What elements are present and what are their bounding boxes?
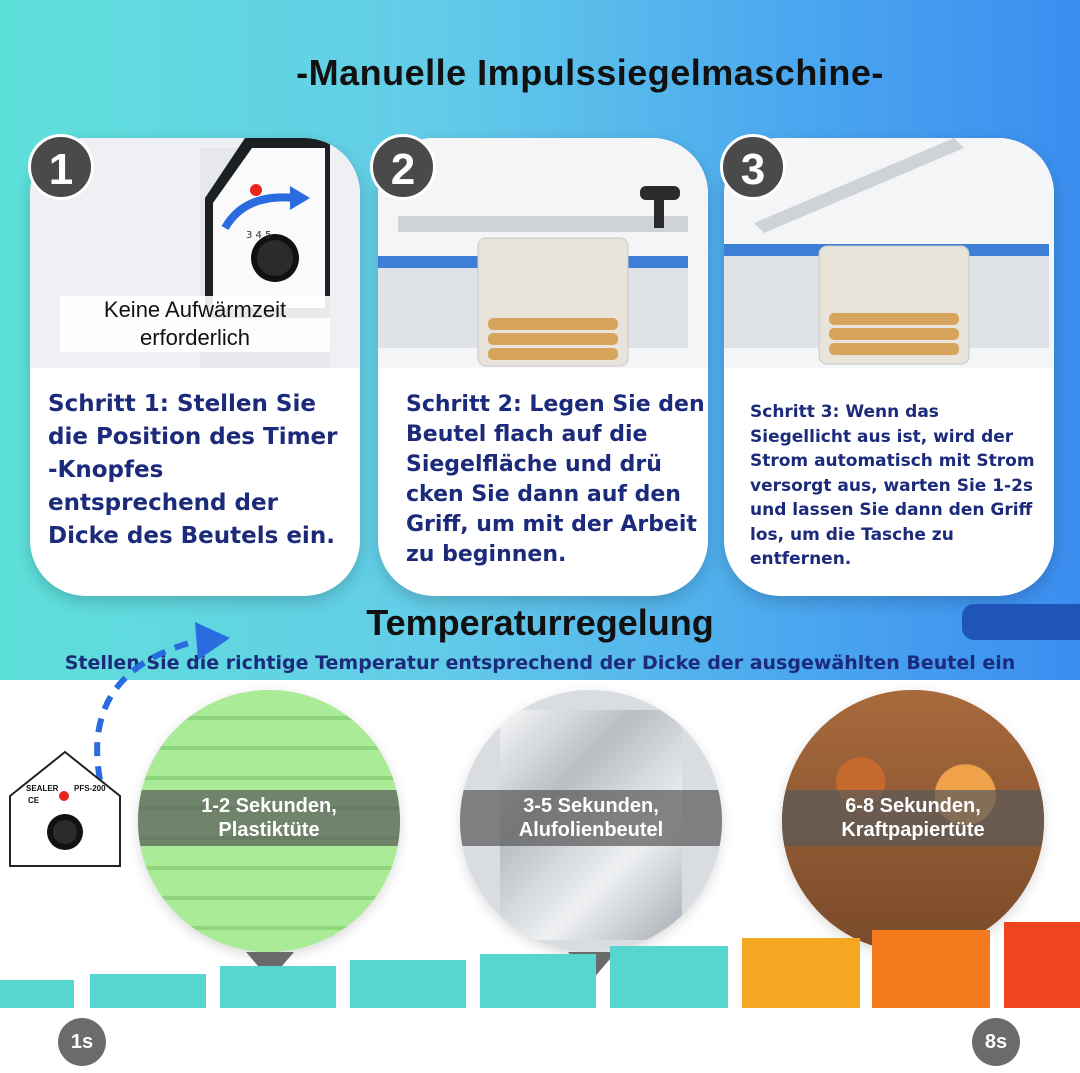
plastic-bag-label: 1-2 Sekunden, Plastiktüte — [138, 790, 400, 846]
time-bar-9 — [1004, 922, 1080, 1008]
svg-text:3 4 5: 3 4 5 — [246, 230, 271, 241]
step-3-text: Schritt 3: Wenn das Siegellicht aus ist,… — [750, 402, 1035, 569]
time-bar-5 — [480, 954, 596, 1008]
timer-dial-panel: SEALER PFS-200 CE — [4, 748, 126, 870]
step-number-2: 2 — [370, 134, 436, 200]
time-bar-4 — [350, 960, 466, 1008]
curved-arrow-icon — [94, 622, 230, 781]
section-subtitle: Stellen Sie die richtige Temperatur ents… — [64, 652, 1016, 674]
kraft-bag-label: 6-8 Sekunden, Kraftpapiertüte — [782, 790, 1044, 846]
kraft-bag-circle: 6-8 Sekunden, Kraftpapiertüte — [782, 690, 1044, 952]
sealer-release-photo — [724, 138, 1054, 368]
step-1-text: Schritt 1: Stellen Sie die Position des … — [48, 391, 338, 549]
time-bar-1 — [0, 980, 74, 1008]
plastic-bag-circle: 1-2 Sekunden, Plastiktüte — [138, 690, 400, 952]
step-card-3 — [724, 138, 1054, 596]
dial-ce: CE — [28, 796, 40, 805]
foil-bag-circle: 3-5 Sekunden, Alufolienbeutel — [460, 690, 722, 952]
dial-brand: SEALER — [26, 784, 59, 793]
dial-model: PFS-200 — [74, 784, 106, 793]
badge-line-1: Keine Aufwärmzeit — [103, 297, 287, 322]
badge-line-2: erforderlich — [139, 325, 251, 350]
step-number-3: 3 — [720, 134, 786, 200]
page-title: -Manuelle Impulssiegelmaschine- — [296, 52, 884, 93]
time-bar-8 — [872, 930, 990, 1008]
decorative-tab — [962, 604, 1080, 640]
step-2-text: Schritt 2: Legen Sie den Beutel flach au… — [406, 392, 705, 567]
time-bar-6 — [610, 946, 728, 1008]
time-bar-2 — [90, 974, 206, 1008]
time-bar-3 — [220, 966, 336, 1008]
foil-bag-label: 3-5 Sekunden, Alufolienbeutel — [460, 790, 722, 846]
time-bar-7 — [742, 938, 860, 1008]
section-title: Temperaturregelung — [366, 602, 714, 643]
no-warmup-badge: Keine Aufwärmzeit erforderlich — [60, 296, 330, 352]
time-end-badge: 8s — [972, 1018, 1020, 1066]
step-number-1: 1 — [28, 134, 94, 200]
time-start-badge: 1s — [58, 1018, 106, 1066]
